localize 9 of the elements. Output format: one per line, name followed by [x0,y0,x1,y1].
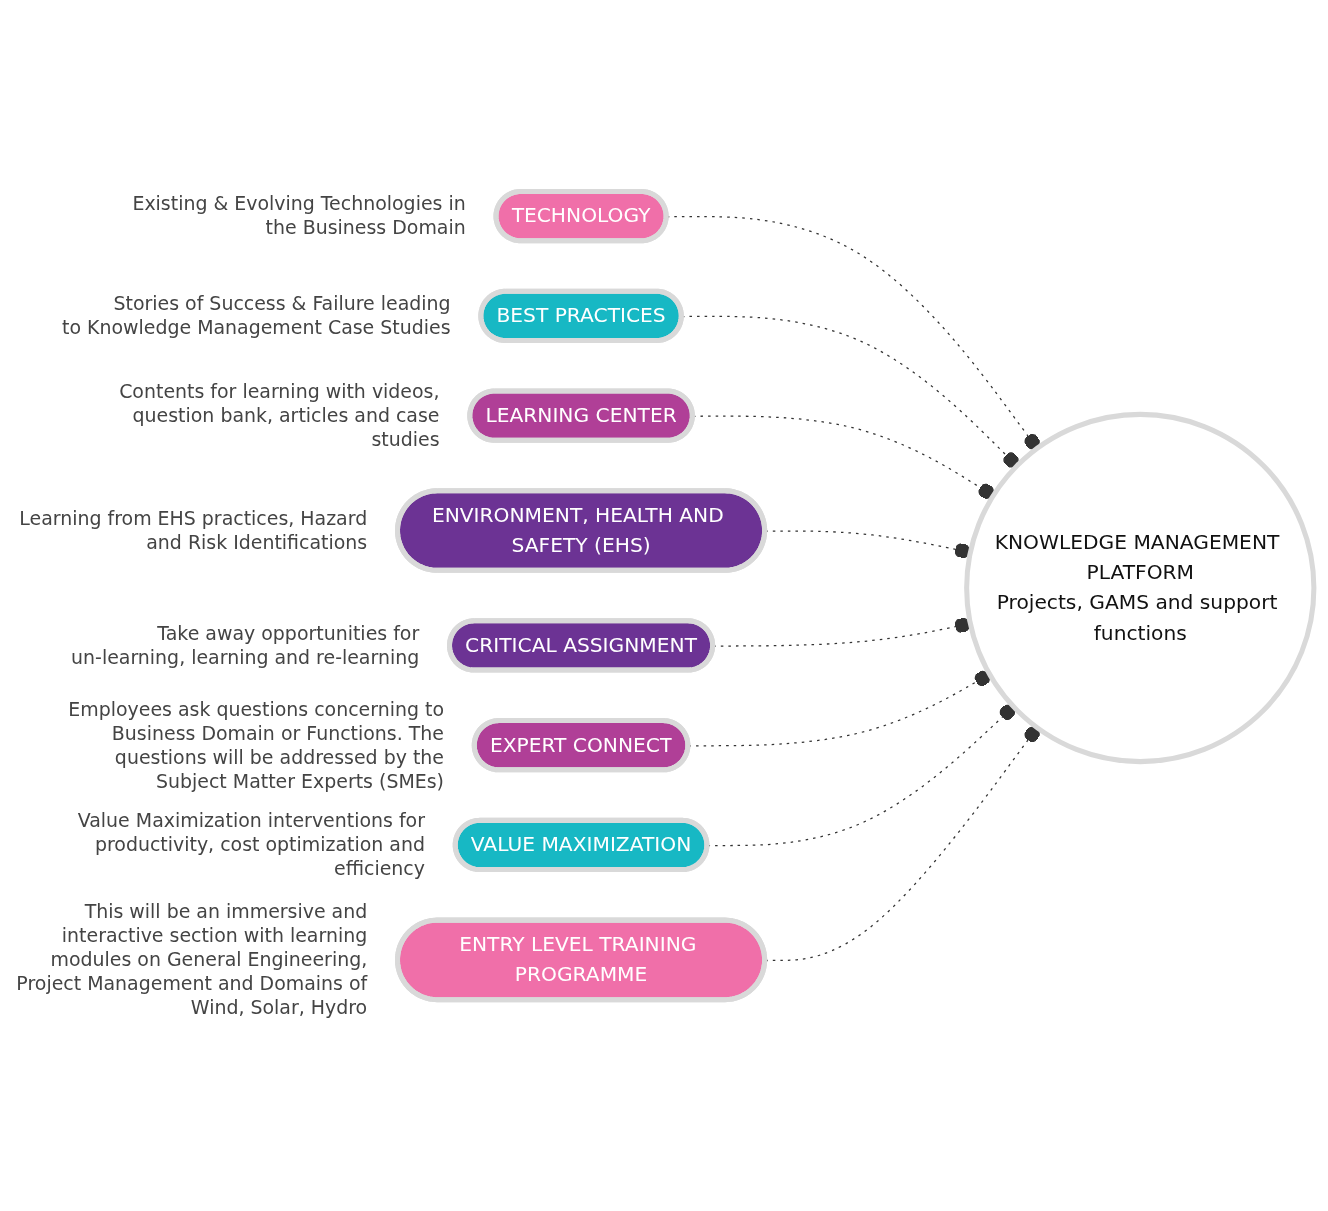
node-description: Value Maximization interventions for productivity, cost optimization and efficiency [77,808,425,879]
node-description: This will be an immersive and interactive section with learning modules on General Engineering, Project Management and Domains of Wind, Solar, Hydro [16,899,368,1018]
node-description: Existing & Evolving Technologies in the Business Domain [132,191,466,238]
node-description: Stories of Success & Failure leading to Knowledge Management Case Studies [62,291,451,338]
node-description: Contents for learning with videos, question bank, articles and case studies [119,379,440,450]
node-description: Take away opportunities for un-learning, learning and re-learning [71,621,420,668]
node-description: Employees ask questions concerning to Business Domain or Functions. The questions will be addressed by the Subject Matter Experts (SMEs) [68,697,444,791]
node-description: Learning from EHS practices, Hazard and Risk Identifications [19,506,368,553]
node-circle: KNOWLEDGE MANAGEMENT PLATFORM Projects, GAMS and support functions [964,411,1317,764]
